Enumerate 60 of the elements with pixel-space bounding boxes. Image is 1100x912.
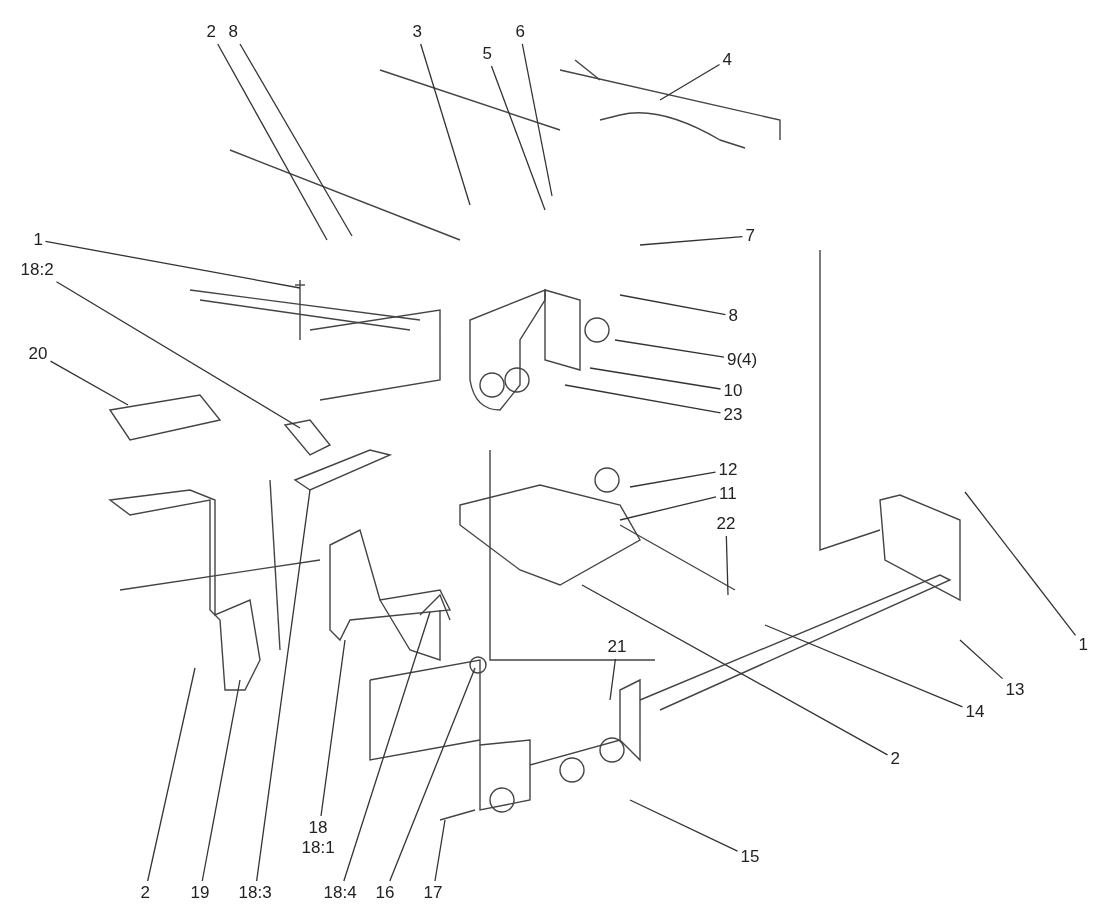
- callout-number: 2: [890, 749, 900, 769]
- callout-number: 15: [740, 847, 760, 867]
- callout-number: 1: [33, 230, 43, 250]
- callout-number: 19: [190, 883, 210, 903]
- leader-line: [434, 819, 446, 882]
- callout-number: 22: [716, 514, 736, 534]
- leader-line: [256, 489, 311, 882]
- leader-line: [201, 679, 241, 882]
- callout-number: 6: [515, 22, 525, 42]
- callout-number: 18 18:1: [301, 818, 335, 858]
- leader-line: [55, 281, 301, 429]
- leader-line: [619, 496, 717, 521]
- callout-number: 9(4): [727, 350, 758, 370]
- leader-line: [420, 43, 471, 206]
- callout-number: 13: [1005, 680, 1025, 700]
- leader-line: [44, 240, 301, 289]
- callout-number: 5: [482, 44, 492, 64]
- leader-line: [764, 624, 964, 708]
- callout-number: 3: [412, 22, 422, 42]
- callout-number: 16: [375, 883, 395, 903]
- leader-line: [49, 360, 129, 406]
- leader-line: [239, 43, 353, 237]
- leader-line: [521, 43, 553, 197]
- leader-line: [959, 639, 1004, 680]
- leader-line: [217, 43, 328, 241]
- leader-line: [320, 639, 346, 817]
- callout-number: 4: [722, 50, 732, 70]
- leader-line: [564, 384, 722, 414]
- callout-number: 8: [728, 306, 738, 326]
- leader-line: [343, 611, 431, 882]
- leader-line: [629, 471, 717, 488]
- callout-number: 2: [140, 883, 150, 903]
- callout-number: 12: [718, 460, 738, 480]
- callout-number: 18:3: [238, 883, 272, 903]
- callout-number: 14: [965, 702, 985, 722]
- callout-number: 1: [1078, 635, 1088, 655]
- leader-line: [619, 294, 727, 316]
- callout-number: 20: [28, 344, 48, 364]
- callout-number: 18:4: [323, 883, 357, 903]
- leader-line: [639, 235, 744, 246]
- callout-number: 17: [423, 883, 443, 903]
- callout-number: 11: [719, 484, 737, 504]
- leader-line: [659, 63, 721, 101]
- leader-line: [581, 584, 889, 756]
- leader-line: [725, 535, 729, 596]
- callout-number: 2: [206, 22, 216, 42]
- callout-number: 8: [228, 22, 238, 42]
- leader-line: [389, 667, 476, 882]
- leader-line: [629, 799, 739, 852]
- callout-number: 10: [723, 381, 743, 401]
- callout-number: 7: [745, 226, 755, 246]
- leader-line: [147, 667, 196, 882]
- leader-line: [609, 658, 617, 701]
- leader-line: [964, 491, 1077, 636]
- callout-number: 23: [723, 405, 743, 425]
- leader-line: [490, 65, 546, 211]
- callout-number: 21: [607, 637, 627, 657]
- callout-number: 18:2: [20, 260, 54, 280]
- leader-line: [614, 339, 725, 358]
- leader-line: [589, 367, 722, 390]
